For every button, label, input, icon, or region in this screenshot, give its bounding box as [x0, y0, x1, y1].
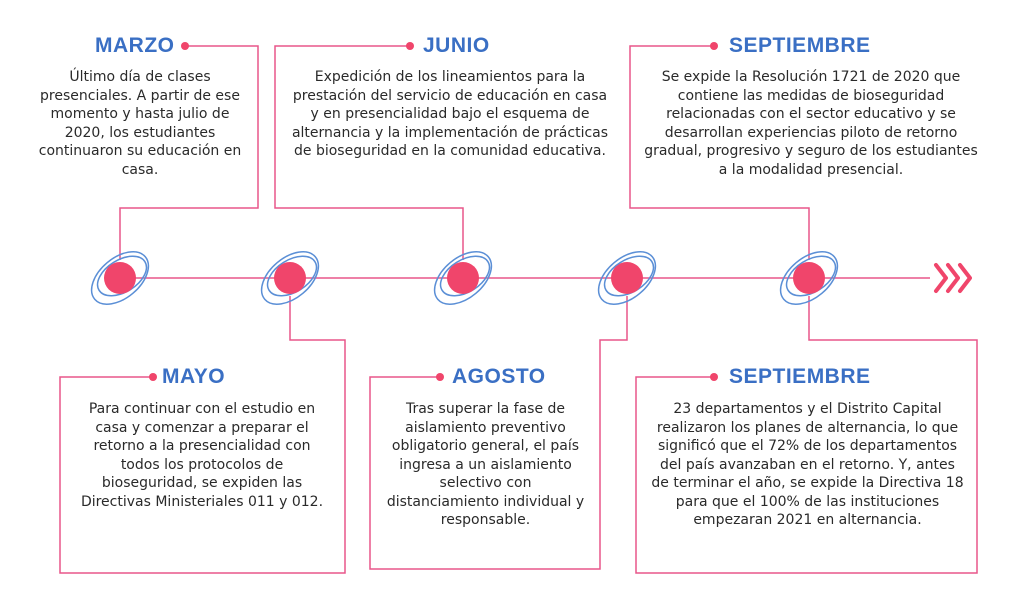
timeline-node-marzo	[90, 251, 150, 305]
title-dot	[149, 373, 157, 381]
title-dot	[436, 373, 444, 381]
event-text-junio: Expedición de los lineamientos para la p…	[291, 69, 609, 159]
connector-septiembre-bottom	[635, 296, 978, 574]
title-dot	[181, 42, 189, 50]
event-month-mayo: MAYO	[162, 365, 226, 388]
connector-marzo	[119, 45, 259, 260]
event-text-septiembre-top: Se expide la Resolución 1721 de 2020 que…	[644, 69, 978, 178]
title-dot	[710, 373, 718, 381]
connector-mayo	[59, 296, 346, 574]
title-dot	[406, 42, 414, 50]
chevron-right-icon	[934, 263, 972, 293]
event-month-junio: JUNIO	[423, 34, 490, 57]
event-month-septiembre-bottom: SEPTIEMBRE	[729, 365, 871, 388]
event-month-agosto: AGOSTO	[452, 365, 546, 388]
title-dot	[710, 42, 718, 50]
event-text-agosto: Tras superar la fase de aislamiento prev…	[386, 401, 585, 528]
event-text-marzo: Último día de clases presenciales. A par…	[38, 69, 242, 178]
connector-agosto	[369, 296, 628, 570]
event-month-septiembre-top: SEPTIEMBRE	[729, 34, 871, 57]
timeline-node-junio	[433, 251, 493, 305]
event-text-mayo: Para continuar con el estudio en casa y …	[80, 401, 324, 510]
event-month-marzo: MARZO	[95, 34, 175, 57]
event-text-septiembre-bottom: 23 departamentos y el Distrito Capital r…	[651, 401, 964, 528]
timeline-node-mayo	[260, 251, 320, 305]
timeline-node-septiembre	[779, 251, 839, 305]
connector-junio	[274, 45, 464, 260]
timeline-node-agosto	[597, 251, 657, 305]
connector-septiembre-top	[629, 45, 810, 260]
